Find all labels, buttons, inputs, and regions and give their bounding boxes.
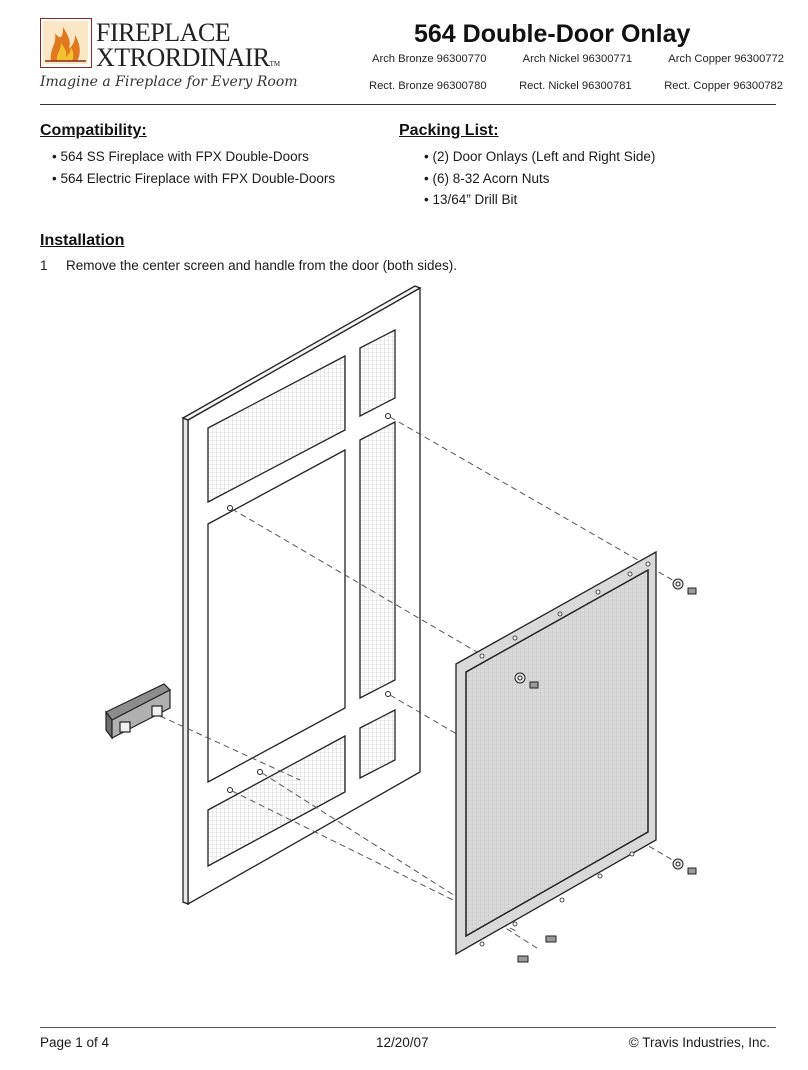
brand-name-line2: XTRORDINAIRTM [96, 45, 280, 77]
screws [514, 578, 697, 963]
page-number: Page 1 of 4 [40, 1035, 110, 1050]
compatibility-list: • 564 SS Fireplace with FPX Double-Doors… [52, 146, 335, 189]
brand-name-text: XTRORDINAIR [96, 43, 270, 72]
installation-heading: Installation [40, 232, 125, 249]
flame-icon [40, 18, 92, 68]
compatibility-heading: Compatibility: [40, 122, 147, 139]
packing-list: • (2) Door Onlays (Left and Right Side) … [424, 146, 655, 211]
document-date: 12/20/07 [376, 1035, 429, 1050]
installation-step: 1 Remove the center screen and handle fro… [40, 258, 457, 273]
step-text: Remove the center screen and handle from… [66, 258, 457, 273]
list-item: • 13/64” Drill Bit [424, 192, 518, 207]
header-divider [40, 104, 776, 105]
part-number: Arch Copper 96300772 [668, 53, 784, 65]
door-handle [105, 683, 172, 740]
mounting-holes [227, 413, 391, 793]
part-number: Arch Nickel 96300771 [522, 53, 633, 65]
door-frame [181, 285, 422, 906]
center-screen [455, 550, 657, 956]
part-numbers-arch: Arch Bronze 96300770 Arch Nickel 9630077… [372, 53, 784, 65]
screen-holes [479, 561, 651, 947]
door-disassembly-illustration [105, 285, 697, 963]
step-number: 1 [40, 258, 48, 273]
list-item: • (2) Door Onlays (Left and Right Side) [424, 149, 656, 164]
part-number: Rect. Nickel 96300781 [519, 80, 632, 92]
packing-list-heading: Packing List: [399, 122, 499, 139]
part-number: Arch Bronze 96300770 [372, 53, 487, 65]
list-item: • (6) 8-32 Acorn Nuts [424, 170, 550, 186]
brand-tagline: Imagine a Fireplace for Every Room [40, 74, 298, 90]
part-number: Rect. Bronze 96300780 [369, 80, 487, 92]
brand-logo: FIREPLACE XTRORDINAIRTM Imagine a Firepl… [40, 14, 340, 94]
copyright: © Travis Industries, Inc. [628, 1035, 770, 1050]
part-number: Rect. Copper 96300782 [664, 80, 783, 92]
part-numbers-rect: Rect. Bronze 96300780 Rect. Nickel 96300… [369, 80, 783, 92]
footer-divider [40, 1027, 776, 1028]
document-title: 564 Double-Door Onlay [414, 20, 691, 48]
list-item: • 564 Electric Fireplace with FPX Double… [52, 170, 336, 186]
list-item: • 564 SS Fireplace with FPX Double-Doors [52, 149, 309, 164]
brand-name-line1: FIREPLACE [96, 18, 231, 47]
trademark-mark: TM [269, 60, 281, 68]
